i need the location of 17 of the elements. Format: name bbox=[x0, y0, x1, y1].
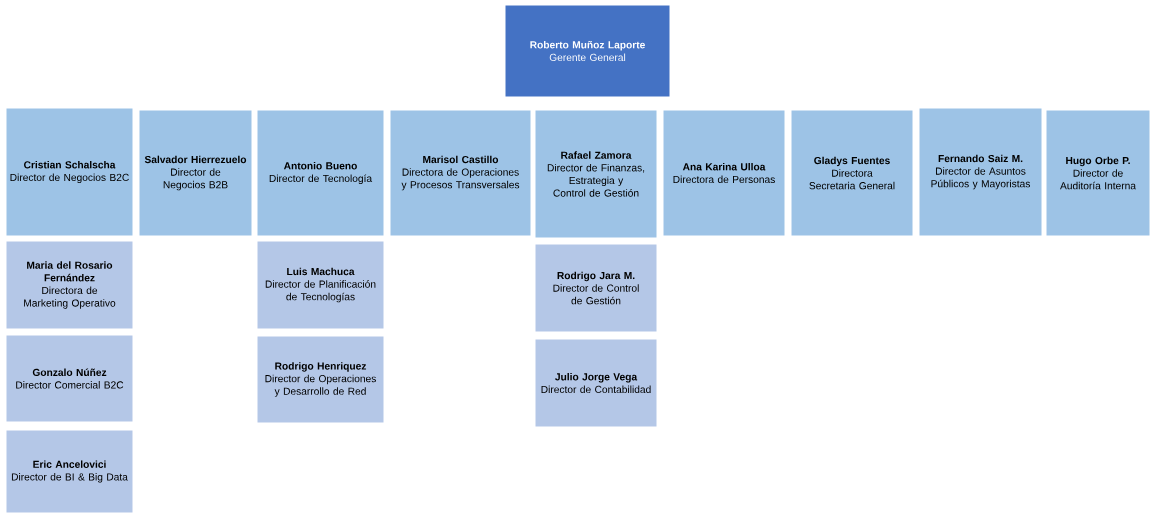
position-box: Roberto Muñoz Laporte Gerente General bbox=[504, 4, 671, 98]
position-box: Salvador Hierrezuelo Director de Negocios B2B bbox=[138, 109, 253, 237]
position-box: Luis Machuca Director de Planificación de Tecnologías bbox=[256, 240, 385, 330]
position-box: Cristian Schalscha Director de Negocios B2C bbox=[5, 107, 134, 237]
position-box: Rodrigo Henriquez Director de Operaciones y Desarrollo de Red bbox=[256, 335, 385, 424]
position-box: Eric Ancelovici Director de BI & Big Data bbox=[5, 429, 134, 514]
position-box: Julio Jorge Vega Director de Contabilidad bbox=[534, 338, 658, 428]
position-box: Gonzalo Núñez Director Comercial B2C bbox=[5, 334, 134, 423]
position-box: Rafael Zamora Director de Finanzas, Estrategia y Control de Gestión bbox=[534, 109, 658, 239]
position-box: Marisol Castillo Directora de Operaciones y Procesos Transversales bbox=[389, 109, 532, 237]
position-box: Rodrigo Jara M. Director de Control de Gestión bbox=[534, 243, 658, 333]
position-box: Fernando Saiz M. Director de Asuntos Públicos y Mayoristas bbox=[918, 107, 1043, 237]
position-box: Maria del Rosario Fernández Directora de Marketing Operativo bbox=[5, 240, 134, 330]
position-box: Antonio Bueno Director de Tecnología bbox=[256, 109, 385, 237]
position-box: Gladys Fuentes Directora Secretaria General bbox=[790, 109, 914, 237]
position-box: Hugo Orbe P. Director de Auditoría Interna bbox=[1045, 109, 1151, 237]
position-box: Ana Karina Ulloa Directora de Personas bbox=[662, 109, 786, 237]
